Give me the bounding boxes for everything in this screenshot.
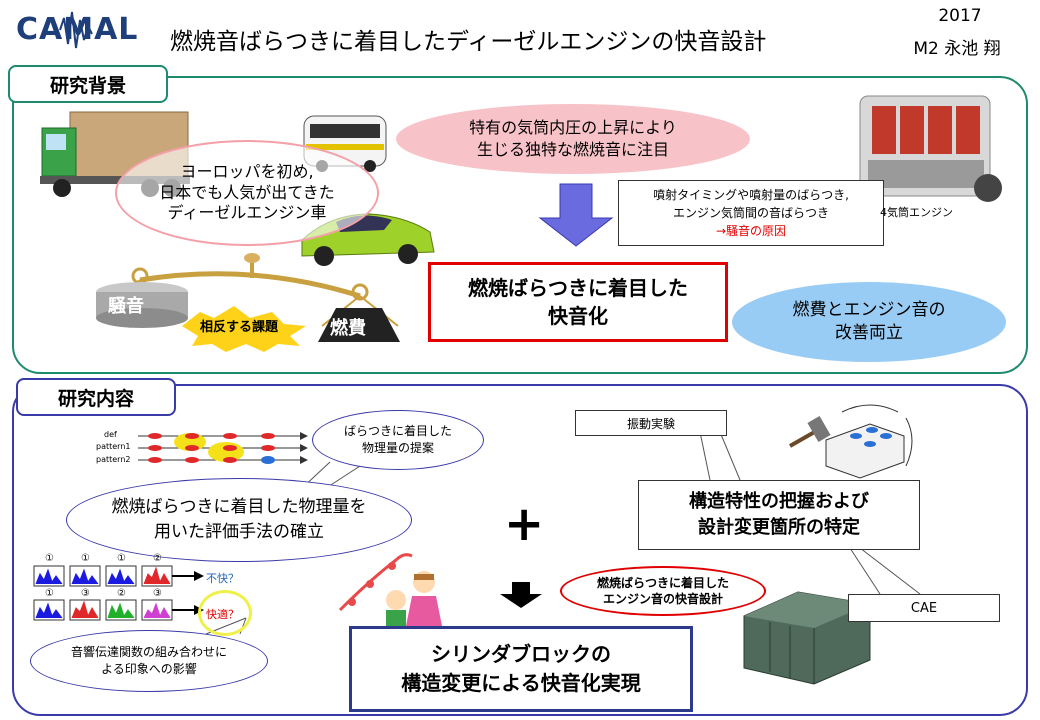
logo-waveform-icon [59, 11, 93, 49]
background-section-label: 研究背景 [8, 65, 168, 103]
variation-note-box: 噴射タイミングや噴射量のばらつき, エンジン気筒間の音ばらつき →騒音の原因 [618, 180, 884, 246]
vibration-experiment-box: 振動実験 [575, 410, 727, 436]
acoustic-transfer-bubble: 音響伝達関数の組み合わせに よる印象への影響 [30, 630, 268, 692]
research-panel [12, 384, 1028, 716]
fuel-weight-icon [318, 308, 400, 342]
pattern-label-def: def [104, 430, 117, 439]
noise-weight-icon [96, 282, 188, 328]
hammer-icon [789, 415, 831, 448]
tradeoff-label: 相反する課題 [200, 320, 279, 335]
down-arrow-black-icon [500, 582, 542, 608]
year-label: 2017 [938, 6, 982, 26]
combo-number: ① [81, 553, 90, 564]
combo-number: ③ [153, 588, 162, 599]
quiet-design-ellipse: 燃焼ばらつきに着目した エンジン音の快音設計 [560, 566, 766, 616]
background-panel [12, 76, 1028, 374]
popular-vehicles-bubble: ヨーロッパを初め, 日本でも人気が出てきた ディーゼルエンジン車 [115, 140, 379, 246]
tradeoff-starburst-icon [182, 306, 306, 352]
evaluation-method-ellipse: 燃焼ばらつきに着目した物理量を 用いた評価手法の確立 [66, 478, 412, 562]
fuel-weight-label: 燃費 [330, 318, 366, 339]
noise-cause-text: →騒音の原因 [715, 224, 787, 238]
combo-number: ① [45, 588, 54, 599]
spectrum-thumbnails [33, 565, 204, 621]
research-section-label: 研究内容 [16, 378, 176, 416]
physical-quantity-bubble: ばらつきに着目した 物理量の提案 [312, 410, 484, 470]
pleasant-label: 快適？ [206, 608, 239, 621]
camal-logo: CAMAL [16, 12, 139, 47]
combo-number: ② [117, 588, 126, 599]
cae-box: CAE [848, 594, 1000, 622]
focus-box: 燃焼ばらつきに着目した 快音化 [428, 262, 728, 342]
combo-number: ② [153, 553, 162, 564]
author-label: M2 永池 翔 [913, 39, 1001, 59]
variation-note-text: 噴射タイミングや噴射量のばらつき, エンジン気筒間の音ばらつき [653, 188, 849, 220]
pressure-focus-ellipse: 特有の気筒内圧の上昇により 生じる独特な燃焼音に注目 [396, 104, 750, 174]
pleasant-highlight-ring [198, 590, 252, 636]
cylinder-block-icon [743, 591, 871, 685]
engine-icon [859, 95, 1002, 202]
down-arrow-icon [538, 183, 614, 247]
combo-number: ① [45, 553, 54, 564]
pattern-diagram [138, 432, 308, 464]
combo-number: ③ [81, 588, 90, 599]
four-cylinder-caption: 4気筒エンジン [880, 206, 953, 219]
pattern-label-1: pattern1 [96, 442, 131, 451]
pattern-label-2: pattern2 [96, 455, 131, 464]
combo-number: ① [117, 553, 126, 564]
noise-weight-label: 騒音 [108, 296, 144, 317]
test-block-icon [825, 404, 913, 479]
goal-ellipse: 燃費とエンジン音の 改善両立 [732, 282, 1006, 362]
page-title: 燃焼音ばらつきに着目したディーゼルエンジンの快音設計 [170, 29, 767, 55]
final-goal-box: シリンダブロックの 構造変更による快音化実現 [349, 626, 693, 712]
unpleasant-label: 不快？ [206, 572, 239, 585]
structure-analysis-box: 構造特性の把握および 設計変更箇所の特定 [638, 480, 920, 550]
plus-icon: + [504, 496, 545, 552]
